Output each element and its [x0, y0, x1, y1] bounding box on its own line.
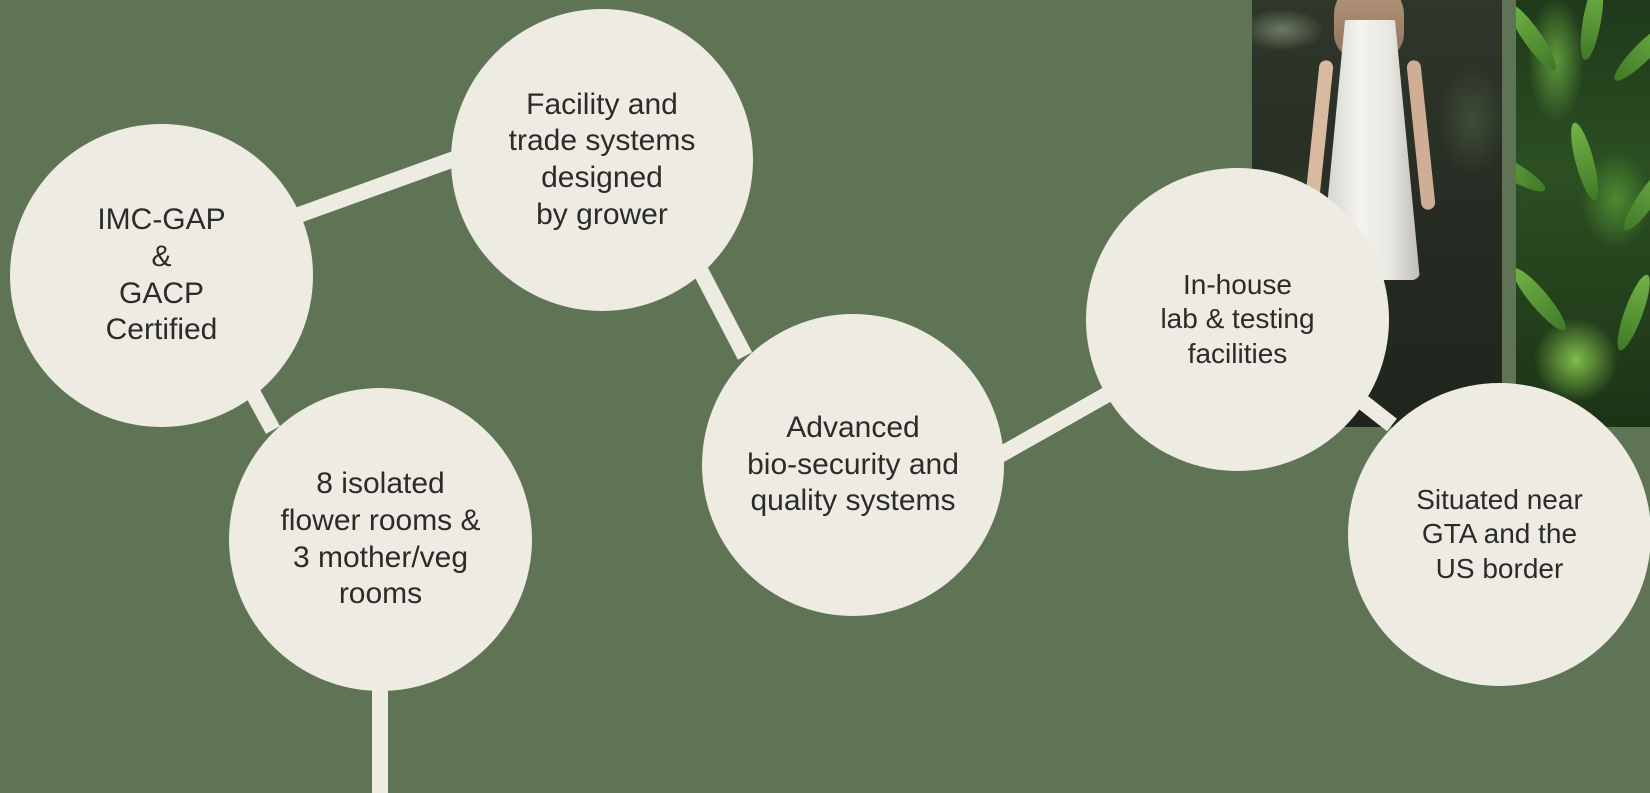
feature-circle-facility: Facility and trade systems designed by g…: [451, 9, 753, 311]
biosecurity-text: Advanced bio-security and quality system…: [719, 410, 987, 520]
leaves-photo: [1516, 0, 1650, 427]
certification-line: GACP: [118, 276, 205, 310]
connector-bio-lab: [996, 387, 1112, 462]
location-text: Situated near GTA and the US border: [1388, 483, 1611, 585]
rooms-line: rooms: [338, 577, 423, 611]
feature-circle-rooms: 8 isolated flower rooms & 3 mother/veg r…: [229, 388, 532, 691]
certification-line: IMC-GAP: [97, 203, 226, 237]
facility-text: Facility and trade systems designed by g…: [481, 87, 724, 233]
facility-line: designed: [541, 161, 663, 194]
feature-circle-biosecurity: Advanced bio-security and quality system…: [702, 314, 1004, 616]
feature-circle-location: Situated near GTA and the US border: [1348, 383, 1650, 686]
biosecurity-line: bio-security and: [747, 447, 959, 481]
lab-line: In-house: [1183, 269, 1292, 301]
feature-circle-lab: In-house lab & testing facilities: [1086, 168, 1389, 471]
connector-facility-bio: [690, 262, 753, 360]
certification-line: Certified: [105, 313, 218, 347]
biosecurity-line: quality systems: [750, 484, 956, 518]
rooms-line: 3 mother/veg: [292, 540, 469, 574]
certification-text: IMC-GAP & GACP Certified: [69, 202, 253, 348]
lab-line: facilities: [1187, 337, 1288, 369]
certification-line: &: [151, 239, 172, 273]
biosecurity-line: Advanced: [786, 411, 920, 445]
lab-line: lab & testing: [1160, 303, 1315, 335]
facility-line: trade systems: [508, 124, 696, 158]
location-line: US border: [1435, 552, 1564, 584]
rooms-line: 8 isolated: [316, 467, 445, 501]
facility-line: by grower: [536, 197, 668, 231]
location-line: Situated near: [1416, 484, 1583, 516]
connector-imc-facility: [293, 150, 460, 224]
location-line: GTA and the: [1421, 518, 1578, 550]
facility-line: Facility and: [526, 87, 678, 121]
lab-text: In-house lab & testing facilities: [1132, 268, 1342, 370]
feature-circle-certification: IMC-GAP & GACP Certified: [10, 124, 313, 427]
rooms-line: flower rooms &: [280, 503, 481, 537]
rooms-text: 8 isolated flower rooms & 3 mother/veg r…: [252, 466, 508, 612]
